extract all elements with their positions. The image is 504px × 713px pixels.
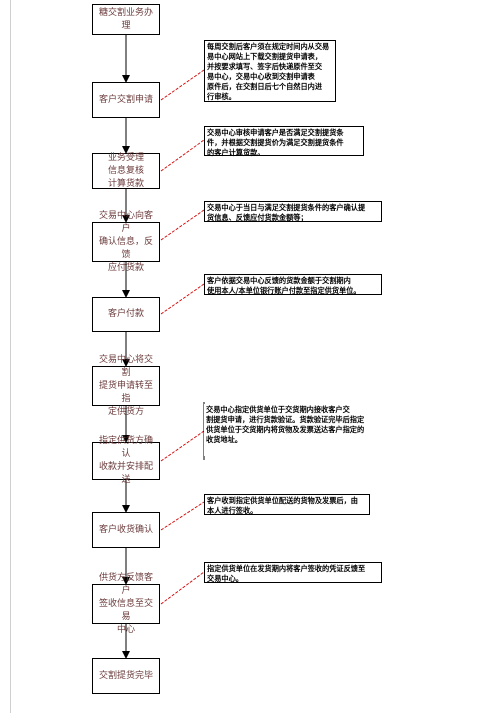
note-confirm: 交易中心于当日与满足交割提货条件的客户确认提 货信息、反馈应付货款金额等； — [204, 201, 382, 222]
note-application: 每周交割后客户须在规定时间内从交易 易中心网站上下载交割提货申请表， 并按要求填… — [204, 40, 336, 102]
step-supplier-delivery: 指定供货方确认 收款并安排配送 — [92, 436, 160, 485]
step-review-calc: 业务受理 信息复核 计算货款 — [92, 153, 160, 189]
note-delivery: 交易中心指定供货单位于交货期内接收客户交 割提货申请，进行货款验证。货款验证完毕… — [204, 404, 386, 456]
callout-4 — [160, 283, 205, 315]
step-receipt-confirm: 客户收货确认 — [92, 512, 160, 548]
note-feedback: 指定供货单位在发货期内将客户签收的凭证反馈至 交易中心。 — [204, 562, 382, 583]
note-review: 交易中心审核申请客户是否满足交割提货条 件，并根据交割提货价为满足交割提货条件 … — [204, 126, 364, 157]
page-margin-line — [10, 0, 11, 713]
callout-6 — [160, 501, 205, 531]
callout-1 — [160, 69, 205, 101]
step-feedback: 供货方反馈客户 签收信息至交易 中心 — [92, 573, 160, 635]
step-customer-application: 客户交割申请 — [92, 82, 160, 118]
callout-5 — [160, 430, 205, 462]
callout-7 — [160, 571, 205, 605]
callout-2 — [160, 139, 205, 172]
step-confirm-info: 交易中心向客户 确认信息，反馈 应付货款 — [92, 211, 160, 273]
step-start: 糖交割业务办理 — [92, 4, 160, 35]
step-complete: 交割提货完毕 — [92, 658, 160, 694]
note-receipt: 客户收到指定供货单位配送的货物及发票后，由 本人进行签收。 — [204, 494, 370, 515]
step-forward-supplier: 交易中心将交割 提货申请转至指 定供货方 — [92, 355, 160, 417]
callout-3 — [160, 209, 205, 241]
step-customer-payment: 客户付款 — [92, 297, 160, 332]
note-payment: 客户依据交易中心反馈的货款金额于交割期内 使用本人/本单位银行账户付款至指定供货… — [204, 274, 382, 295]
